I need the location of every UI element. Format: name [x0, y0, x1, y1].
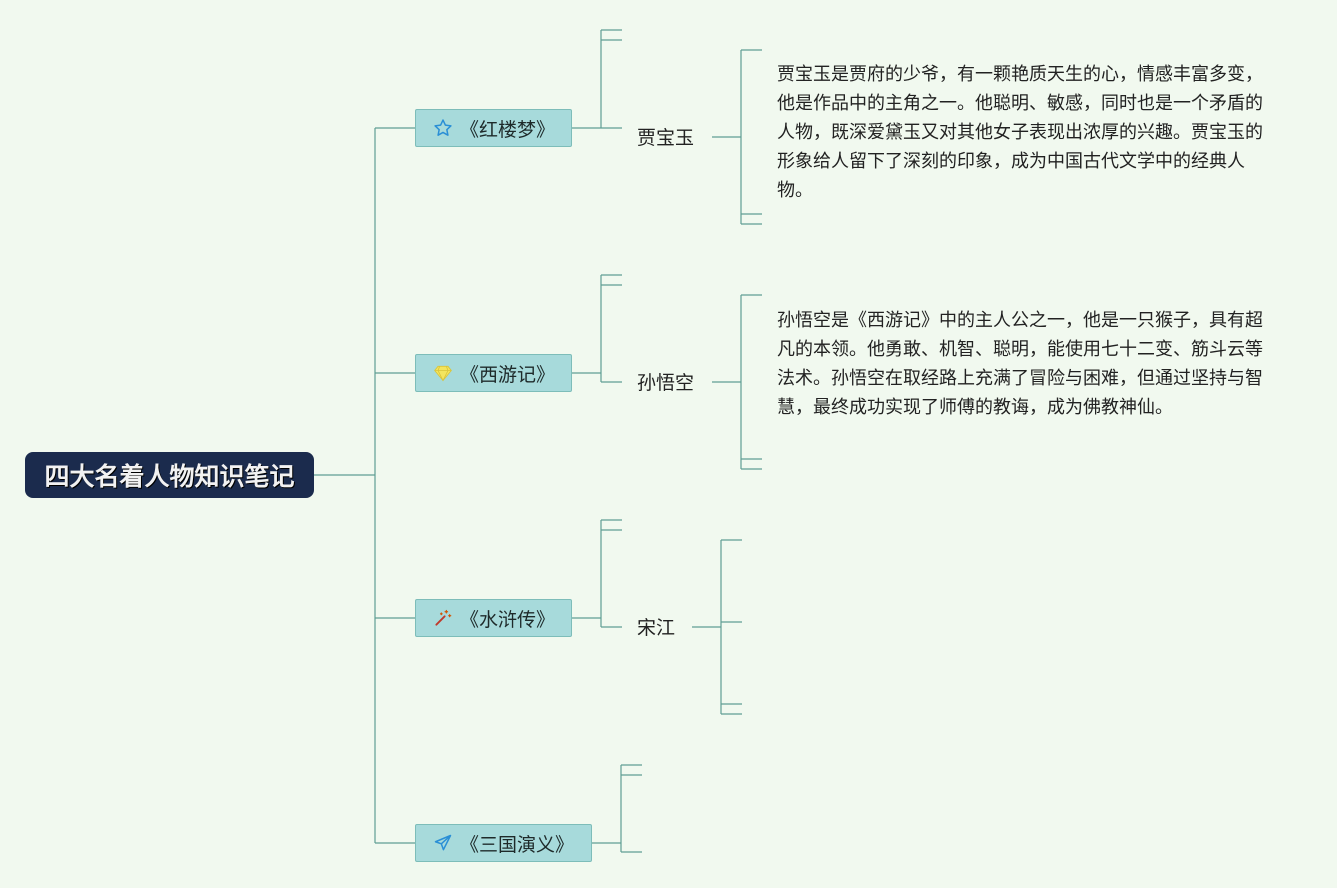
character-node-songjiang[interactable]: 宋江 — [637, 616, 675, 640]
book-title: 《水浒传》 — [460, 608, 556, 631]
character-name: 孙悟空 — [637, 372, 695, 394]
book-title: 《红楼梦》 — [460, 118, 556, 141]
root-title: 四大名着人物知识笔记 — [44, 462, 295, 491]
diamond-icon — [432, 362, 454, 384]
book-node-hongloumeng[interactable]: 《红楼梦》 — [415, 109, 572, 147]
character-node-jiabaoyu[interactable]: 贾宝玉 — [637, 126, 694, 150]
description-sunwukong[interactable]: 孙悟空是《西游记》中的主人公之一，他是一只猴子，具有超凡的本领。他勇敢、机智、聪… — [777, 310, 1263, 418]
character-name: 贾宝玉 — [637, 127, 695, 149]
character-node-sunwukong[interactable]: 孙悟空 — [637, 371, 694, 395]
character-name: 宋江 — [637, 617, 676, 639]
book-node-sanguoyanyi[interactable]: 《三国演义》 — [415, 824, 592, 862]
book-title: 《西游记》 — [460, 363, 556, 386]
root-topic[interactable]: 四大名着人物知识笔记 — [25, 452, 314, 498]
book-title: 《三国演义》 — [460, 833, 575, 856]
paper-plane-icon — [432, 832, 454, 854]
description-jiabaoyu[interactable]: 贾宝玉是贾府的少爷，有一颗艳质天生的心，情感丰富多变，他是作品中的主角之一。他聪… — [777, 64, 1263, 201]
book-node-shuihuzhuan[interactable]: 《水浒传》 — [415, 599, 572, 637]
book-node-xiyouji[interactable]: 《西游记》 — [415, 354, 572, 392]
magic-wand-icon — [432, 607, 454, 629]
star-icon — [432, 117, 454, 139]
